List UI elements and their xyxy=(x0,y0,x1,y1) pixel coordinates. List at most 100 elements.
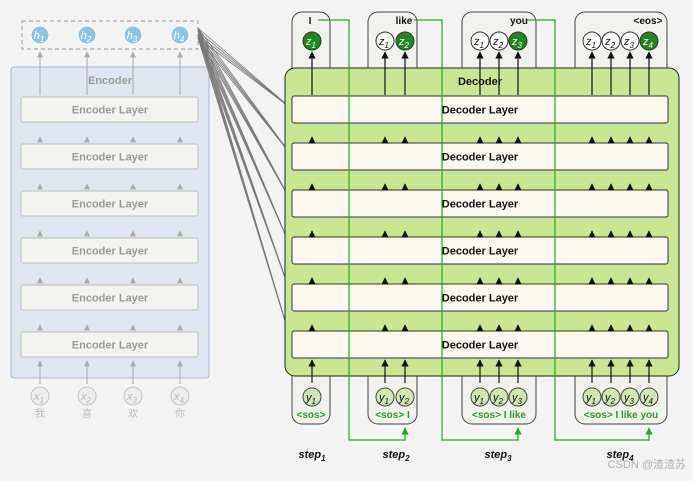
input-token-label: y2 xyxy=(398,392,410,406)
output-token-label: z2 xyxy=(492,36,504,50)
encoder-title: Encoder xyxy=(88,75,133,87)
output-token-label: z4 xyxy=(642,36,654,50)
encoder-layer-label: Encoder Layer xyxy=(72,105,149,117)
output-token-node xyxy=(639,31,659,51)
output-token-label: z1 xyxy=(585,36,596,50)
output-token-node xyxy=(582,31,602,51)
hidden-state-label: h1 xyxy=(34,30,45,44)
input-token-label: y1 xyxy=(585,392,596,406)
encoder-layer-label: Encoder Layer xyxy=(72,293,149,305)
connection-line xyxy=(197,37,293,204)
input-token-label: y2 xyxy=(492,392,504,406)
hidden-state-label: h2 xyxy=(81,30,92,44)
decoder-layer-label: Decoder Layer xyxy=(442,340,519,352)
output-token-node xyxy=(620,31,640,51)
encoder-input-node xyxy=(123,386,143,406)
encoder-layer xyxy=(20,96,199,123)
hidden-state-label: h3 xyxy=(127,30,138,44)
input-token-label: y2 xyxy=(604,392,616,406)
hidden-states: h1 h2 h3 h4 xyxy=(30,25,190,45)
feedback-lines xyxy=(318,19,653,441)
encoder-layer xyxy=(20,237,199,264)
hidden-state-node xyxy=(77,25,97,45)
encoder-input-char: 你 xyxy=(175,407,185,420)
input-token-node xyxy=(489,387,509,407)
encoder-input-node xyxy=(77,386,97,406)
encoder-arrows xyxy=(37,51,183,384)
hidden-state-node xyxy=(30,25,50,45)
decoder-layer-label: Decoder Layer xyxy=(442,152,519,164)
encoder-layer-label: Encoder Layer xyxy=(72,246,149,258)
input-token-node xyxy=(582,387,602,407)
output-word: <eos> xyxy=(634,16,663,27)
encoder-input-node xyxy=(170,386,190,406)
encoder-input-label: x4 xyxy=(173,391,185,405)
encoder-layer xyxy=(20,284,199,311)
input-token-label: y1 xyxy=(378,392,389,406)
step-label: step4 xyxy=(606,449,634,463)
feedback-line xyxy=(414,19,522,441)
output-token-node xyxy=(395,31,415,51)
output-word: you xyxy=(510,16,528,27)
input-token-label: y1 xyxy=(305,392,316,406)
encoder-layer xyxy=(20,190,199,217)
encoder-input-char: 欢 xyxy=(128,407,138,420)
decoder-layer xyxy=(291,95,669,124)
input-token-label: y4 xyxy=(642,392,654,406)
input-token-node xyxy=(639,387,659,407)
input-words: <sos> I like xyxy=(472,410,526,421)
encoder-layer xyxy=(20,331,199,358)
decoder-layer-label: Decoder Layer xyxy=(442,246,519,258)
input-token-node xyxy=(601,387,621,407)
input-words: <sos> xyxy=(297,410,326,421)
connection-line xyxy=(197,27,293,110)
connection-line xyxy=(197,37,293,298)
input-token-label: y3 xyxy=(511,392,523,406)
input-token-label: y1 xyxy=(473,392,484,406)
feedback-line xyxy=(527,19,653,441)
step-label: step2 xyxy=(382,449,410,463)
encoder-layer-label: Encoder Layer xyxy=(72,199,149,211)
watermark: CSDN @渣渣苏 xyxy=(608,457,686,471)
encoder-layer xyxy=(20,143,199,170)
output-word: like xyxy=(396,16,413,27)
output-token-node xyxy=(470,31,490,51)
input-token-node xyxy=(620,387,640,407)
input-token-node xyxy=(395,387,415,407)
step-label: step3 xyxy=(484,449,512,463)
output-word: I xyxy=(309,16,312,27)
input-token-node xyxy=(302,387,322,407)
encoder-input-node xyxy=(30,386,50,406)
output-token-node xyxy=(601,31,621,51)
input-token-node xyxy=(375,387,395,407)
encoder-input-char: 喜 xyxy=(82,407,92,420)
decoder-layer-label: Decoder Layer xyxy=(442,293,519,305)
connection-line xyxy=(197,37,293,345)
decoder-arrows xyxy=(308,51,653,383)
output-token-label: z1 xyxy=(378,36,389,50)
encoder-input-label: x1 xyxy=(33,391,44,405)
encoder-input-label: x3 xyxy=(126,391,138,405)
output-token-label: z1 xyxy=(473,36,484,50)
output-token-node xyxy=(375,31,395,51)
output-token-node xyxy=(302,31,322,51)
output-token-node xyxy=(489,31,509,51)
encoder-decoder-connections xyxy=(197,27,293,345)
connection-line xyxy=(197,31,293,110)
output-token-node xyxy=(508,31,528,51)
hidden-state-label: h4 xyxy=(174,30,185,44)
output-token-label: z3 xyxy=(511,36,523,50)
input-words: <sos> I xyxy=(375,410,410,421)
encoder-input-label: x2 xyxy=(80,391,92,405)
hidden-state-node xyxy=(170,25,190,45)
output-token-label: z3 xyxy=(623,36,635,50)
input-token-node xyxy=(508,387,528,407)
feedback-line xyxy=(318,19,409,441)
output-token-label: z2 xyxy=(398,36,410,50)
